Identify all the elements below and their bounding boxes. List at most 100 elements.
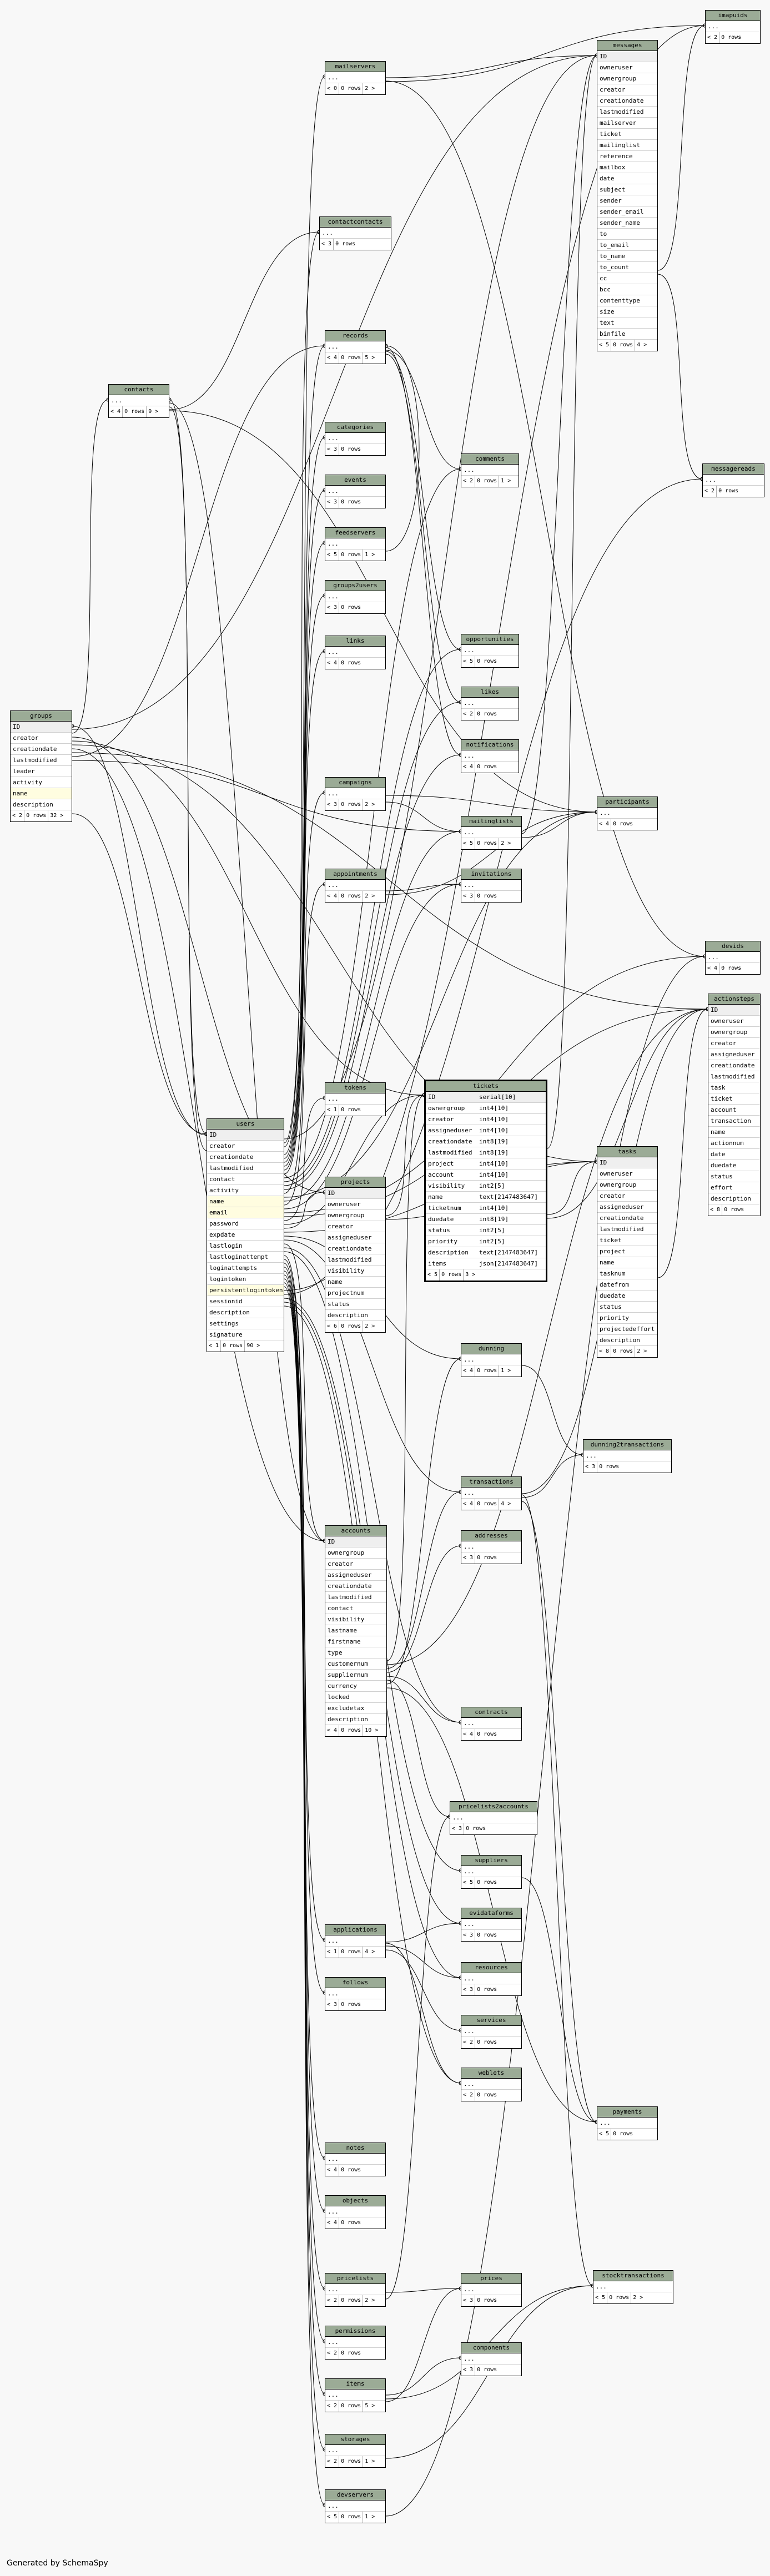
table-name: stocktransactions <box>593 2271 673 2281</box>
column-row: lastmodified <box>11 755 72 766</box>
column-row: locked <box>325 1692 386 1703</box>
column-name: ID <box>711 1006 718 1014</box>
column-row: ID <box>325 1536 386 1547</box>
column-name: creationdate <box>600 97 644 104</box>
column-row: customernum <box>325 1658 386 1670</box>
child-count: 1 > <box>365 2514 375 2520</box>
parent-count: < 4 <box>109 406 123 417</box>
parent-count: < 3 <box>461 2365 476 2376</box>
table-name: participants <box>597 797 657 808</box>
column-row: lastmodified <box>597 1224 657 1235</box>
column-name: ... <box>328 74 339 81</box>
row-count: 0 rows <box>477 893 497 899</box>
relationship-line <box>284 437 325 1159</box>
column-row: ... <box>593 2281 673 2292</box>
parent-count: < 4 <box>461 762 476 773</box>
row-count: 0 rows <box>339 891 364 902</box>
row-count: 0 rows <box>123 406 147 417</box>
column-name: persistentlogintoken <box>209 1287 283 1294</box>
column-name: status <box>428 1227 450 1234</box>
row-count: 0 rows <box>477 2297 497 2303</box>
column-name: bcc <box>600 286 611 293</box>
row-count: 0 rows <box>339 352 364 364</box>
column-name: ... <box>464 881 475 889</box>
column-name: ... <box>586 1452 597 1459</box>
column-row: ... <box>461 827 521 838</box>
relationship-line <box>385 956 706 2517</box>
relationship-line <box>521 811 597 838</box>
relationship-line <box>386 1545 461 1673</box>
column-name: ... <box>464 1543 475 1550</box>
column-name: contact <box>209 1176 235 1183</box>
column-type: int8[19] <box>479 1149 509 1156</box>
column-row: mailbox <box>597 162 657 173</box>
row-count: 0 rows <box>339 799 364 810</box>
column-name: creationdate <box>600 1214 644 1222</box>
relationship-line <box>385 1816 450 2300</box>
relationship-line <box>521 1501 597 2123</box>
relationship-line <box>385 347 461 755</box>
table-name: links <box>325 636 385 647</box>
column-row: ID <box>708 1005 760 1016</box>
relationship-line <box>521 1877 597 2123</box>
